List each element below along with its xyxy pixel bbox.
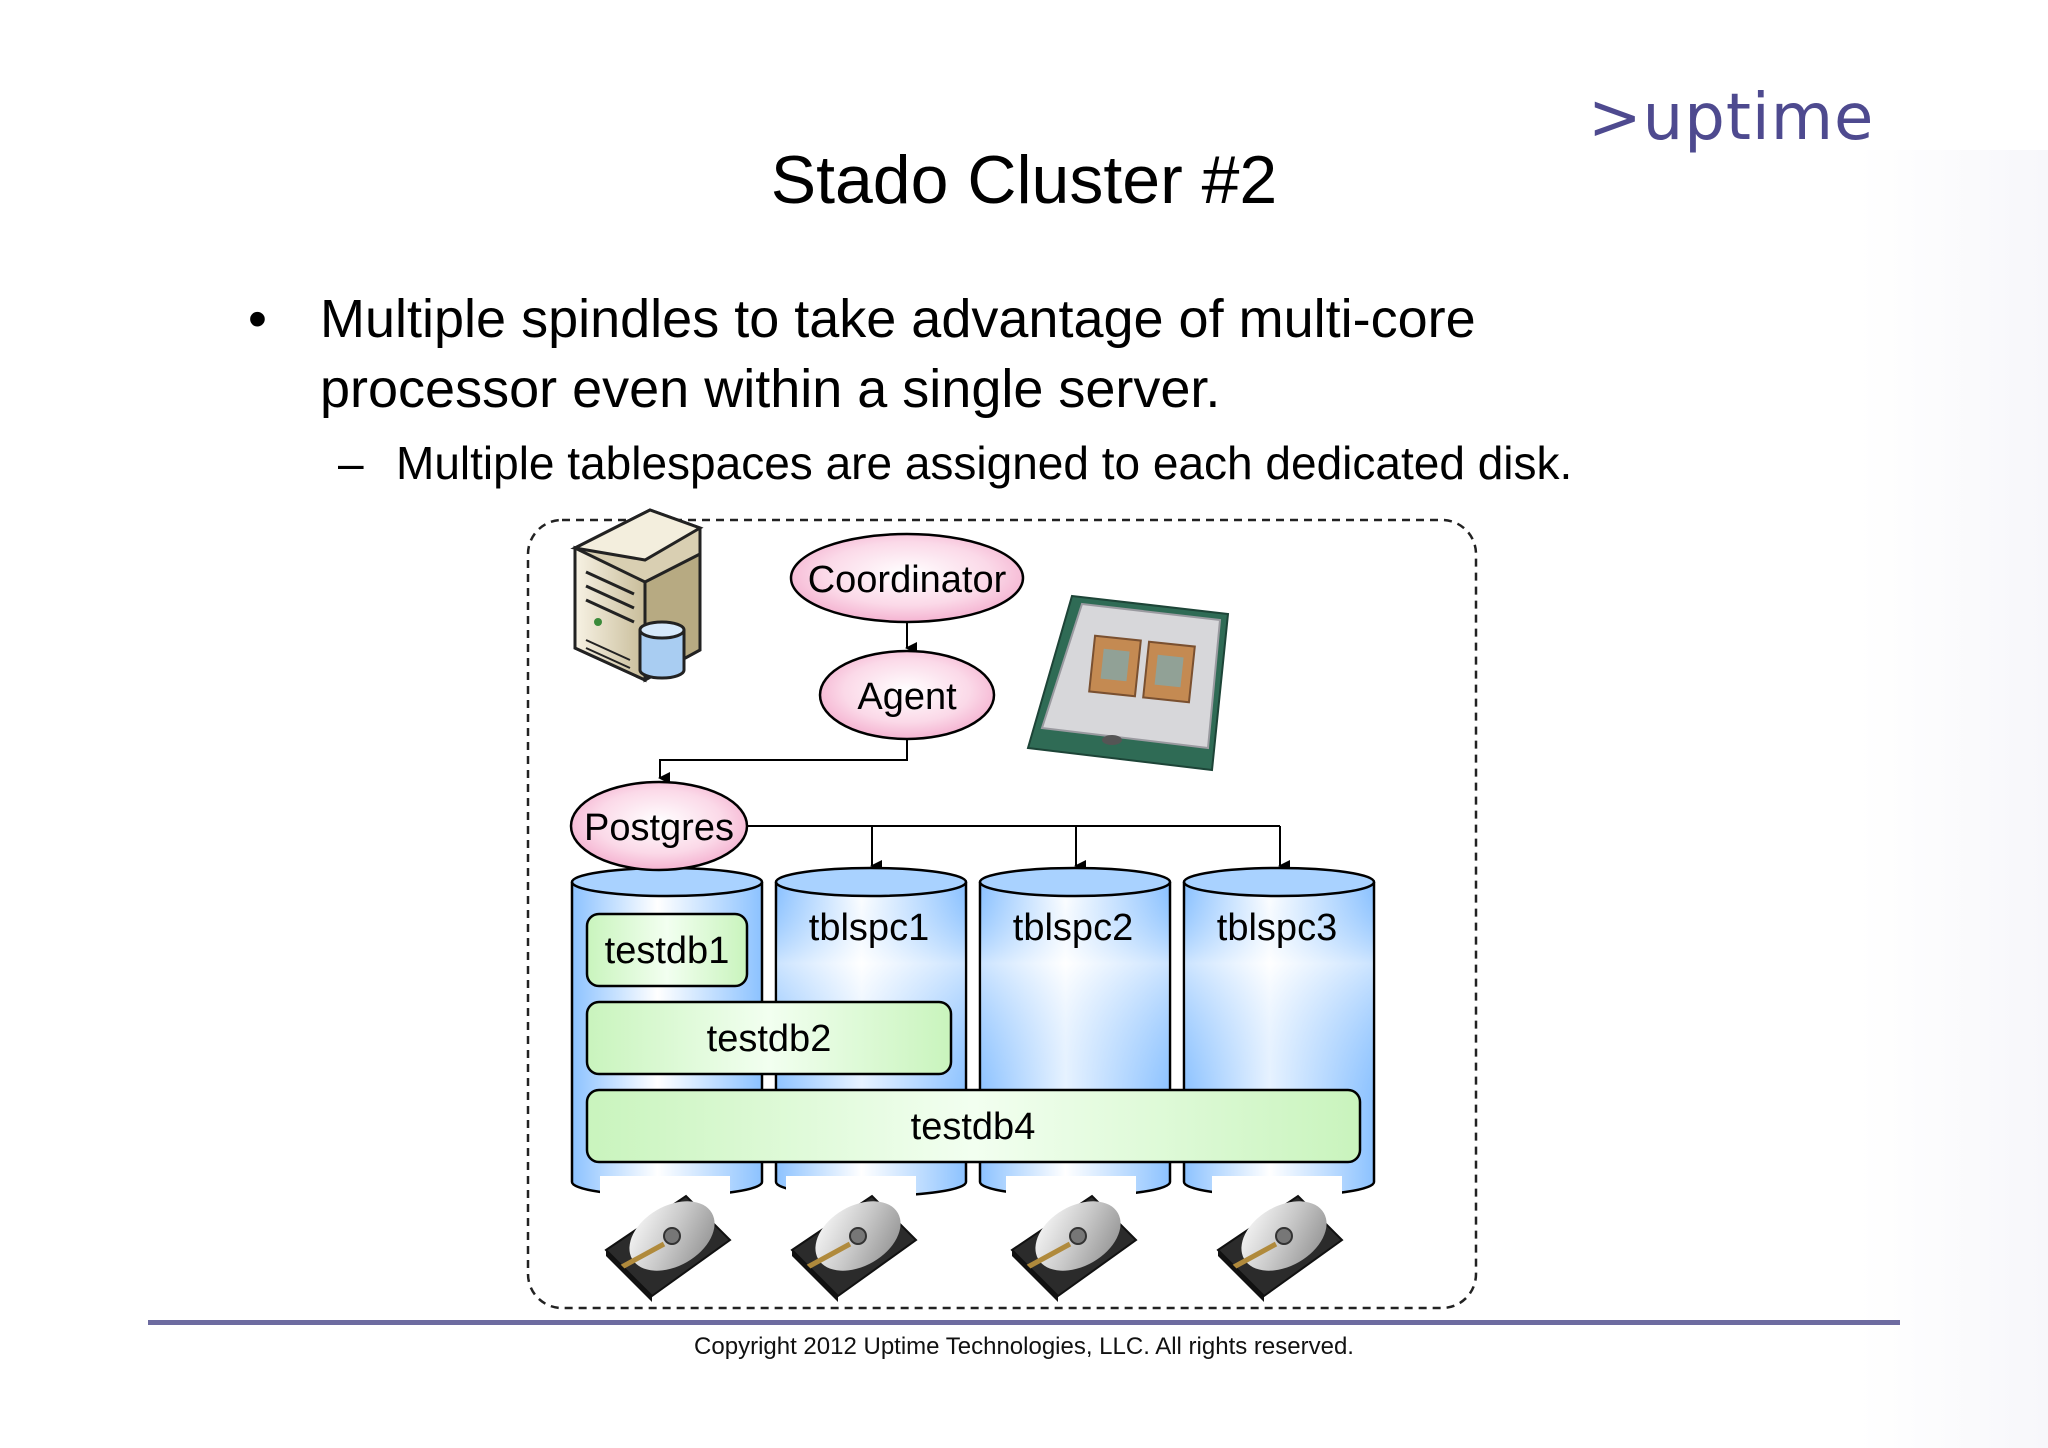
testdb2-label: testdb2 (707, 1018, 832, 1060)
bullet-text: Multiple spindles to take advantage of m… (320, 289, 1476, 419)
hard-disk-icon (786, 1176, 916, 1302)
testdb4-label: testdb4 (911, 1106, 1036, 1148)
postgres-label: Postgres (584, 807, 734, 849)
agent-postgres-arrow (658, 740, 908, 784)
hard-disk-icon (1006, 1176, 1136, 1302)
server-icon (570, 508, 704, 683)
postgres-node: Postgres (569, 780, 749, 872)
tblspc1-label: tblspc1 (809, 907, 929, 949)
coordinator-node: Coordinator (789, 532, 1025, 624)
sub-bullet-text: Multiple tablespaces are assigned to eac… (396, 437, 1573, 489)
coordinator-label: Coordinator (808, 559, 1007, 601)
testdb2-box: testdb2 (585, 1000, 953, 1076)
tblspc3-label: tblspc3 (1217, 907, 1337, 949)
right-background-shade (1858, 150, 2048, 1448)
slide-title: Stado Cluster #2 (770, 142, 1278, 218)
agent-label: Agent (857, 676, 957, 718)
cpu-chip-icon (1026, 594, 1230, 772)
testdb1-box: testdb1 (585, 912, 749, 988)
bullet-mark: • (248, 289, 267, 349)
server-boundary (526, 518, 1478, 1310)
copyright-footer: Copyright 2012 Uptime Technologies, LLC.… (694, 1333, 1354, 1360)
testdb4-box: testdb4 (585, 1088, 1362, 1164)
hard-disk-icon (600, 1176, 732, 1302)
sub-bullet-mark: – (338, 437, 364, 489)
footer-divider (148, 1320, 1900, 1325)
uptime-logo: >uptime (1588, 81, 1875, 155)
agent-node: Agent (818, 649, 996, 741)
hard-disk-icon (1212, 1176, 1342, 1302)
tblspc2-label: tblspc2 (1013, 907, 1133, 949)
testdb1-label: testdb1 (605, 930, 730, 972)
